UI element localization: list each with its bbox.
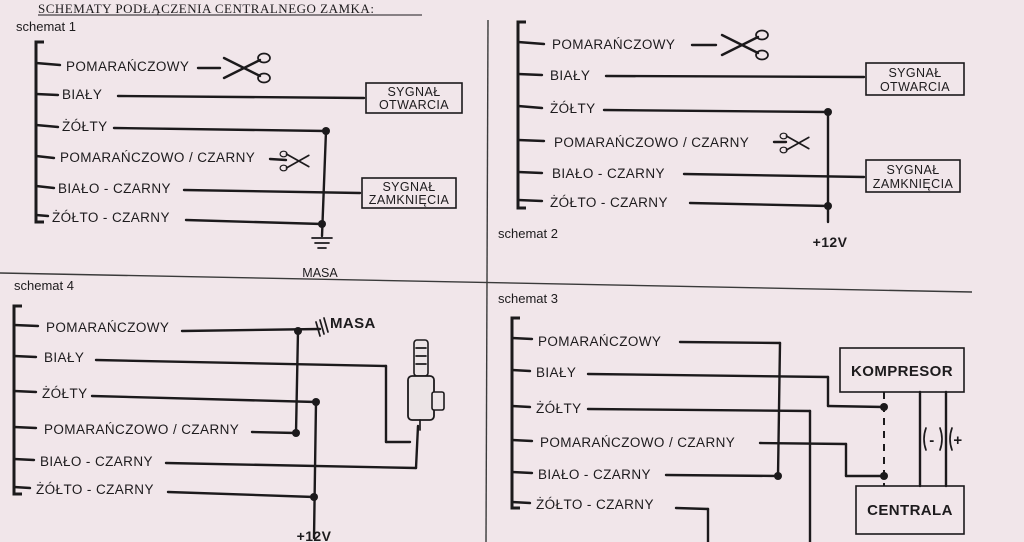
scissors-icon [720, 29, 769, 61]
wire-label: BIAŁO - CZARNY [40, 454, 153, 469]
schemat-2-caption: schemat 2 [498, 226, 558, 241]
wire-label: ŻÓŁTO - CZARNY [550, 195, 668, 210]
wire-label: ŻÓŁTY [550, 101, 596, 116]
wire-label: POMARAŃCZOWO / CZARNY [60, 150, 255, 165]
svg-text:CENTRALA: CENTRALA [867, 502, 953, 519]
ground-bus [320, 129, 328, 238]
power-bus [312, 400, 318, 540]
kompresor-box: KOMPRESOR [839, 347, 965, 393]
scissors-icon [779, 132, 810, 154]
sheet-title: SCHEMATY PODŁĄCZENIA CENTRALNEGO ZAMKA: [38, 1, 374, 16]
svg-text:SYGNAŁ: SYGNAŁ [387, 85, 440, 99]
ground-symbol [315, 317, 329, 337]
connector-bracket [12, 304, 22, 496]
signal-open-box: SYGNAŁ OTWARCIA [865, 62, 965, 96]
wire-label: POMARAŃCZOWY [66, 59, 189, 74]
svg-text:SYGNAŁ: SYGNAŁ [886, 163, 939, 177]
ground-label: MASA [302, 266, 338, 280]
junction-dot [312, 398, 320, 406]
junction-dot [824, 108, 832, 116]
wire-label: ŻÓŁTY [536, 401, 582, 416]
svg-text:SYGNAŁ: SYGNAŁ [888, 66, 941, 80]
ground-symbol [311, 237, 333, 249]
scissors-icon [222, 52, 271, 84]
wire-label: BIAŁY [536, 365, 576, 380]
connector-bracket [510, 316, 520, 510]
wire-label: BIAŁY [62, 87, 102, 102]
wire-label: ŻÓŁTO - CZARNY [36, 482, 154, 497]
polarity-marks: - + [923, 427, 962, 451]
svg-text:KOMPRESOR: KOMPRESOR [851, 363, 953, 380]
wire-label: ŻÓŁTY [62, 119, 108, 134]
wire-label: ŻÓŁTO - CZARNY [52, 210, 170, 225]
svg-text:OTWARCIA: OTWARCIA [880, 80, 950, 94]
wire-label: BIAŁO - CZARNY [538, 467, 651, 482]
svg-text:ZAMKNIĘCIA: ZAMKNIĘCIA [369, 193, 450, 207]
wire-label: POMARAŃCZOWO / CZARNY [540, 435, 735, 450]
wire-label: ŻÓŁTY [42, 386, 88, 401]
horizontal-divider [0, 272, 973, 293]
signal-close-box: SYGNAŁ ZAMKNIĘCIA [361, 177, 457, 209]
power-label: +12V [813, 234, 848, 250]
wire-label: POMARAŃCZOWO / CZARNY [554, 135, 749, 150]
svg-text:OTWARCIA: OTWARCIA [379, 98, 449, 112]
signal-close-box: SYGNAŁ ZAMKNIĘCIA [865, 159, 961, 193]
wire-label: POMARAŃCZOWO / CZARNY [44, 422, 239, 437]
connector-bracket [34, 40, 44, 224]
svg-text:SYGNAŁ: SYGNAŁ [382, 180, 435, 194]
wire-label: ŻÓŁTO - CZARNY [536, 497, 654, 512]
schemat-3: schemat 3 POMARAŃCZOWY BIAŁY ŻÓŁTY POMAR… [498, 291, 965, 542]
ground-label: MASA [330, 315, 376, 332]
schemat-1: schemat 1 POMARAŃCZOWY BIAŁY ŻÓŁTY POMAR… [16, 19, 463, 280]
wire-label: BIAŁO - CZARNY [552, 166, 665, 181]
connector-bracket [516, 20, 526, 210]
wire-label: BIAŁY [550, 68, 590, 83]
svg-text:-: - [929, 432, 934, 449]
svg-text:+: + [953, 432, 962, 449]
centrala-box: CENTRALA [855, 485, 965, 535]
junction-dot [322, 127, 330, 135]
wire-label: POMARAŃCZOWY [538, 334, 661, 349]
power-label: +12V [297, 528, 332, 542]
wire-label: POMARAŃCZOWY [46, 320, 169, 335]
junction-dot [294, 327, 302, 335]
schemat-3-caption: schemat 3 [498, 291, 558, 306]
schemat-4-caption: schemat 4 [14, 278, 74, 293]
schemat-2: POMARAŃCZOWY BIAŁY ŻÓŁTY POMARAŃCZOWO / … [498, 20, 965, 250]
wire-label: BIAŁY [44, 350, 84, 365]
wire-label: BIAŁO - CZARNY [58, 181, 171, 196]
signal-open-box: SYGNAŁ OTWARCIA [365, 82, 463, 114]
svg-text:ZAMKNIĘCIA: ZAMKNIĘCIA [873, 177, 954, 191]
schemat-1-caption: schemat 1 [16, 19, 76, 34]
wire-label: POMARAŃCZOWY [552, 37, 675, 52]
schemat-4: schemat 4 POMARAŃCZOWY BIAŁY ŻÓŁTY POMAR… [12, 278, 445, 542]
vacuum-valve-icon [407, 339, 445, 431]
vertical-divider [485, 19, 489, 542]
scissors-icon [279, 150, 310, 172]
